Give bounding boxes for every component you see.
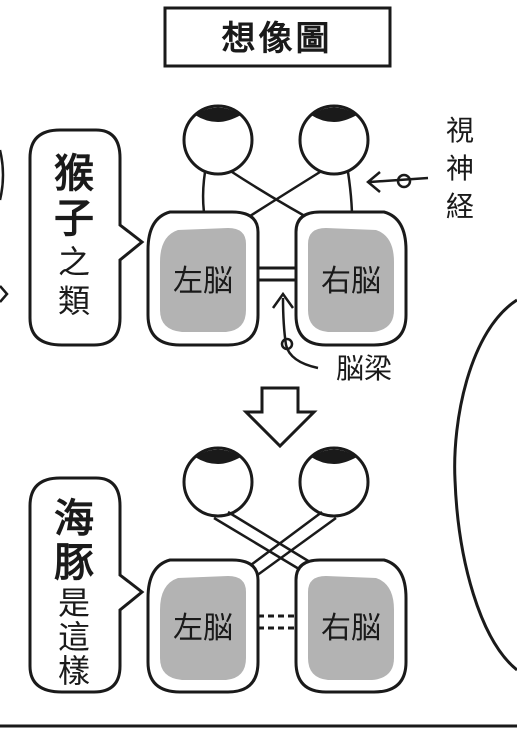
left-edge-arrow [0,285,9,303]
top-bubble-char-2: 子 [54,196,94,242]
top-left-eye-icon [182,104,254,176]
top-speech-bubble: 猴 子 之 類 [28,128,145,347]
top-bubble-char-1: 猴 [54,151,94,197]
bottom-left-eye-icon [182,446,254,518]
bottom-bubble-char-3: 是 [58,584,90,622]
top-left-brain-label: 左脳 [173,264,233,299]
left-edge-curve [0,149,5,201]
bottom-corpus-callosum [258,614,296,630]
bottom-bubble-char-5: 樣 [58,652,90,690]
bottom-bubble-char-1: 海 [54,496,94,542]
top-left-brain: 左脳 [146,210,260,347]
top-bubble-char-4: 類 [58,282,90,320]
top-right-brain-label: 右脳 [321,264,381,299]
top-corpus-callosum [258,266,296,282]
nerve-label: 視 神 経 [446,114,474,223]
callosum-label: 脳梁 [336,352,392,385]
top-right-eye-icon [298,104,370,176]
nerve-label-char-3: 経 [446,190,474,223]
bottom-right-brain-label: 右脳 [321,611,381,646]
nerve-pointer-arrow [366,171,429,193]
callosum-pointer-arrow [271,291,319,370]
bottom-speech-bubble: 海 豚 是 這 樣 [28,476,145,694]
nerve-label-char-1: 視 [446,114,474,147]
bottom-bubble-char-4: 這 [58,618,90,656]
down-arrow-icon [242,386,318,449]
bottom-bubble-char-2: 豚 [54,540,94,586]
bottom-left-brain: 左脳 [146,558,260,694]
top-bubble-char-3: 之 [58,243,90,281]
right-edge-circle [453,298,517,672]
bottom-right-eye-icon [298,446,370,518]
top-right-brain: 右脳 [294,210,408,347]
title-text: 想像圖 [222,19,333,59]
nerve-label-char-2: 神 [446,152,474,185]
bottom-left-brain-label: 左脳 [173,611,233,646]
bottom-right-brain: 右脳 [294,558,408,694]
title-box: 想像圖 [163,6,392,68]
